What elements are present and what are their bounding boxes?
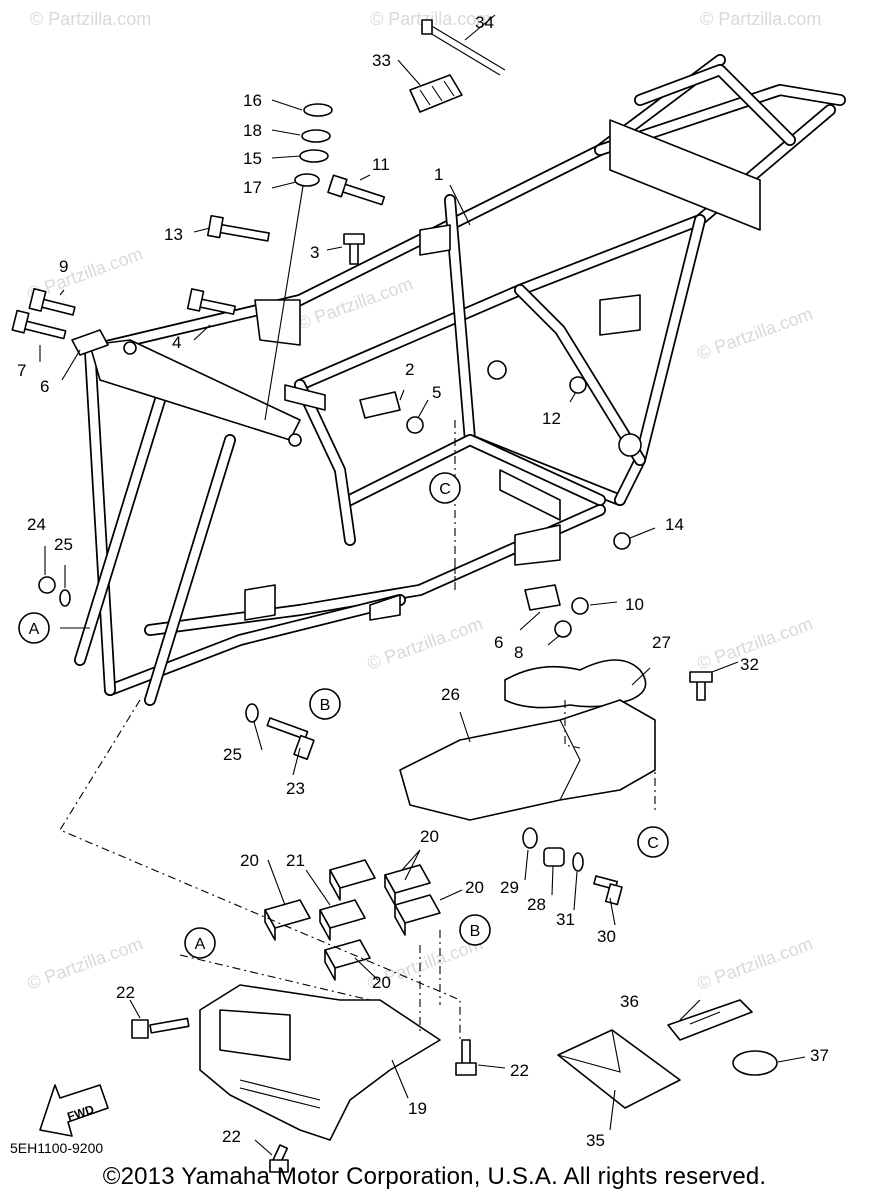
watermark: © Partzilla.com bbox=[295, 273, 416, 333]
callout-20-d: 20 bbox=[372, 973, 391, 992]
callout-15: 15 bbox=[243, 149, 262, 168]
callout-7: 7 bbox=[17, 361, 26, 380]
callout-22-bottom: 22 bbox=[222, 1127, 241, 1146]
callout-21: 21 bbox=[286, 851, 305, 870]
callout-14: 14 bbox=[665, 515, 684, 534]
callout-13: 13 bbox=[164, 225, 183, 244]
callout-numbers: 34 33 16 18 15 17 11 1 13 3 9 4 7 6 2 5 … bbox=[17, 13, 829, 1150]
callout-36: 36 bbox=[620, 992, 639, 1011]
ref-a-bottom: A bbox=[195, 936, 206, 953]
watermark: © Partzilla.com bbox=[695, 933, 816, 993]
callout-28: 28 bbox=[527, 895, 546, 914]
callout-5: 5 bbox=[432, 383, 441, 402]
callout-16: 16 bbox=[243, 91, 262, 110]
callout-32: 32 bbox=[740, 655, 759, 674]
callout-12: 12 bbox=[542, 409, 561, 428]
callout-30: 30 bbox=[597, 927, 616, 946]
reference-markers: A C B C A B bbox=[18, 472, 669, 959]
callout-24: 24 bbox=[27, 515, 46, 534]
reference-lines bbox=[39, 14, 806, 1156]
fwd-arrow: FWD bbox=[39, 1084, 109, 1137]
callout-29: 29 bbox=[500, 878, 519, 897]
callout-33: 33 bbox=[372, 51, 391, 70]
callout-8: 8 bbox=[514, 643, 523, 662]
callout-3: 3 bbox=[310, 243, 319, 262]
callout-31: 31 bbox=[556, 910, 575, 929]
callout-17: 17 bbox=[243, 178, 262, 197]
callout-1: 1 bbox=[434, 165, 443, 184]
ref-b-top: B bbox=[320, 697, 331, 714]
main-frame bbox=[74, 54, 846, 706]
watermark: © Partzilla.com bbox=[700, 9, 821, 29]
callout-25-lower: 25 bbox=[223, 745, 242, 764]
callout-20-a: 20 bbox=[240, 851, 259, 870]
copyright-footer: ©2013 Yamaha Motor Corporation, U.S.A. A… bbox=[102, 1163, 767, 1190]
callout-9: 9 bbox=[59, 257, 68, 276]
callout-34: 34 bbox=[475, 13, 494, 32]
callout-20-b: 20 bbox=[420, 827, 439, 846]
watermark: © Partzilla.com bbox=[365, 613, 486, 673]
watermark: © Partzilla.com bbox=[695, 303, 816, 363]
callout-22-top: 22 bbox=[116, 983, 135, 1002]
callout-25: 25 bbox=[54, 535, 73, 554]
callout-6-lower: 6 bbox=[494, 633, 503, 652]
callout-27: 27 bbox=[652, 633, 671, 652]
callout-6: 6 bbox=[40, 377, 49, 396]
hardware bbox=[11, 19, 778, 1173]
watermark: © Partzilla.com bbox=[30, 9, 151, 29]
callout-37: 37 bbox=[810, 1046, 829, 1065]
callout-35: 35 bbox=[586, 1131, 605, 1150]
ref-c-top: C bbox=[439, 481, 451, 498]
ref-a-top: A bbox=[29, 621, 40, 638]
ref-c-bottom: C bbox=[647, 835, 659, 852]
callout-18: 18 bbox=[243, 121, 262, 140]
callout-26: 26 bbox=[441, 685, 460, 704]
callout-2: 2 bbox=[405, 360, 414, 379]
watermark: © Partzilla.com bbox=[370, 9, 491, 29]
callout-19: 19 bbox=[408, 1099, 427, 1118]
callout-4: 4 bbox=[172, 333, 181, 352]
ref-b-bottom: B bbox=[470, 923, 481, 940]
callout-22-right: 22 bbox=[510, 1061, 529, 1080]
callout-23: 23 bbox=[286, 779, 305, 798]
callout-11: 11 bbox=[372, 155, 390, 174]
callout-10: 10 bbox=[625, 595, 644, 614]
diagram-code: 5EH1100-9200 bbox=[10, 1140, 104, 1156]
callout-20-c: 20 bbox=[465, 878, 484, 897]
